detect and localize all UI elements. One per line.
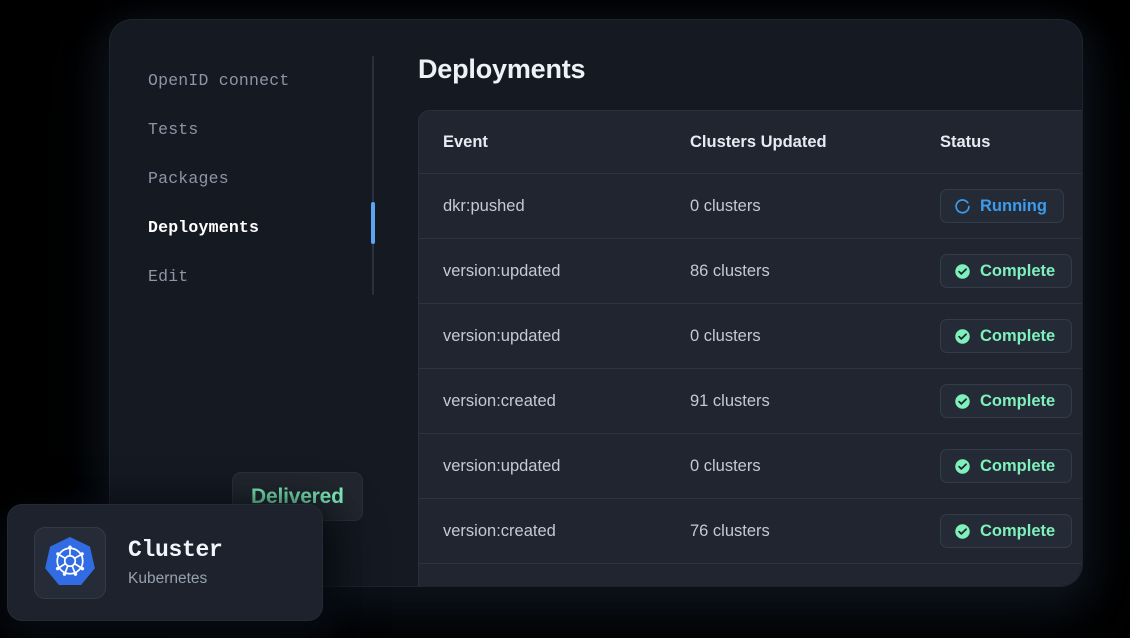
table-row[interactable]: version:updated 0 clusters Complete	[419, 303, 1082, 368]
table-row[interactable]: version:updated 86 clusters Complete	[419, 238, 1082, 303]
sidebar-item-tests[interactable]: Tests	[110, 105, 373, 154]
column-header-status: Status	[940, 132, 991, 151]
sidebar-nav: OpenID connect Tests Packages Deployment…	[110, 20, 373, 586]
deployments-table: Event Clusters Updated Status dkr:pushed…	[418, 110, 1082, 586]
cluster-icon-tile	[34, 526, 106, 599]
sidebar-item-label: Deployments	[148, 218, 260, 237]
cell-status: Complete	[940, 449, 1082, 483]
cluster-card-text: Cluster Kubernetes	[128, 537, 223, 588]
cell-clusters: 0 clusters	[690, 456, 761, 475]
cell-clusters: 76 clusters	[690, 521, 770, 540]
cell-status: Running	[940, 189, 1082, 223]
sidebar-divider	[372, 56, 374, 295]
sidebar-item-openid-connect[interactable]: OpenID connect	[110, 56, 373, 105]
check-circle-icon	[954, 458, 971, 475]
status-badge-label: Complete	[980, 456, 1056, 475]
sidebar-item-packages[interactable]: Packages	[110, 154, 373, 203]
cluster-card-subtitle: Kubernetes	[128, 570, 208, 587]
sidebar-item-label: OpenID connect	[148, 71, 290, 90]
cell-event: dkr:pushed	[443, 196, 525, 215]
table-row[interactable]: version:created 76 clusters Complete	[419, 498, 1082, 563]
sidebar-item-deployments[interactable]: Deployments	[110, 203, 373, 252]
table-row[interactable]: version:created 91 clusters Complete	[419, 368, 1082, 433]
table-header-row: Event Clusters Updated Status	[419, 111, 1082, 173]
sidebar-item-label: Packages	[148, 169, 229, 188]
status-badge-complete[interactable]: Complete	[940, 514, 1073, 548]
column-header-event: Event	[443, 132, 488, 151]
cell-status: Complete	[940, 384, 1082, 418]
cell-event: version:updated	[443, 261, 561, 280]
table-row-partial[interactable]	[419, 563, 1082, 586]
delivered-label: Delivered	[251, 484, 344, 508]
check-circle-icon	[954, 393, 971, 410]
status-badge-label: Complete	[980, 391, 1056, 410]
cell-event: version:updated	[443, 456, 561, 475]
check-circle-icon	[954, 523, 971, 540]
status-badge-label: Complete	[980, 326, 1056, 345]
cluster-card-title: Cluster	[128, 537, 223, 563]
cell-status: Complete	[940, 254, 1082, 288]
status-badge-complete[interactable]: Complete	[940, 449, 1073, 483]
table-row[interactable]: dkr:pushed 0 clusters Running	[419, 173, 1082, 238]
cell-event: version:created	[443, 391, 556, 410]
cell-status: Complete	[940, 319, 1082, 353]
status-badge-label: Complete	[980, 521, 1056, 540]
check-circle-icon	[954, 263, 971, 280]
cell-event: version:created	[443, 521, 556, 540]
status-badge-label: Running	[980, 196, 1047, 215]
status-badge-complete[interactable]: Complete	[940, 254, 1073, 288]
status-badge-complete[interactable]: Complete	[940, 319, 1073, 353]
cell-status: Complete	[940, 514, 1082, 548]
main-content: Deployments Event Clusters Updated Statu…	[373, 20, 1082, 586]
column-header-clusters: Clusters Updated	[690, 132, 827, 151]
status-badge-label: Complete	[980, 261, 1056, 280]
cell-clusters: 91 clusters	[690, 391, 770, 410]
sidebar-active-indicator	[371, 202, 375, 244]
cell-clusters: 86 clusters	[690, 261, 770, 280]
kubernetes-logo-icon	[45, 535, 95, 590]
page-title: Deployments	[418, 54, 586, 84]
table-row[interactable]: version:updated 0 clusters Complete	[419, 433, 1082, 498]
spinner-icon	[954, 198, 971, 215]
sidebar-item-edit[interactable]: Edit	[110, 252, 373, 301]
status-badge-complete[interactable]: Complete	[940, 384, 1073, 418]
cell-event: version:updated	[443, 326, 561, 345]
sidebar-item-label: Edit	[148, 267, 189, 286]
check-circle-icon	[954, 328, 971, 345]
status-badge-running[interactable]: Running	[940, 189, 1064, 223]
sidebar-item-label: Tests	[148, 120, 199, 139]
cell-clusters: 0 clusters	[690, 196, 761, 215]
cell-clusters: 0 clusters	[690, 326, 761, 345]
cluster-card[interactable]: Cluster Kubernetes	[8, 505, 322, 620]
